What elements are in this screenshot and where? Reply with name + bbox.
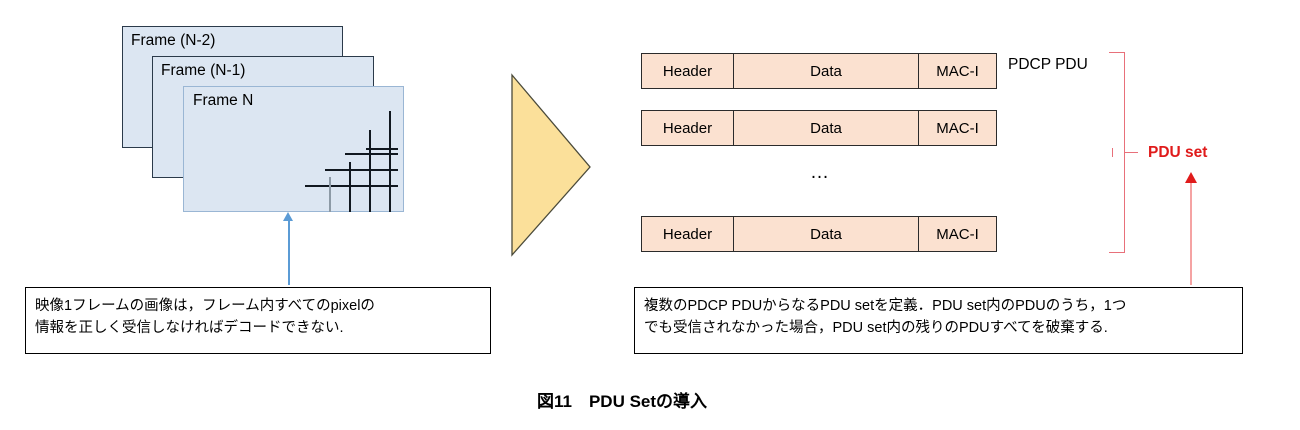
- pdu-set-pointer-arrow-shaft: [1190, 183, 1192, 285]
- note-right-line-2: でも受信されなかった場合，PDU set内の残りのPDUすべてを破棄する.: [644, 320, 1108, 337]
- pdu-cell-maci: MAC-I: [936, 225, 979, 243]
- frame-pointer-arrow-shaft: [288, 221, 290, 285]
- note-left-line-2: 情報を正しく受信しなければデコードできない.: [35, 320, 344, 337]
- pdu-cell-header: Header: [642, 54, 734, 88]
- pdu-cell-maci: MAC-I: [936, 62, 979, 80]
- note-left-line-1: 映像1フレームの画像は，フレーム内すべてのpixelの: [35, 298, 375, 314]
- pdu-cell-header: Header: [642, 217, 734, 251]
- pdu-cell-maci: MAC-I: [936, 119, 979, 137]
- note-box-right: 複数のPDCP PDUからなるPDU setを定義．PDU set内のPDUのう…: [634, 287, 1243, 354]
- frame-pointer-arrow-head: [283, 212, 293, 221]
- frame-label-n-2: Frame (N-2): [131, 32, 216, 49]
- pdu-cell-data: Data: [734, 54, 919, 88]
- pdu-row: Header Data MAC-I: [641, 53, 997, 89]
- pdu-ellipsis: …: [810, 162, 831, 183]
- flow-arrow-icon: [511, 73, 591, 257]
- note-box-left: 映像1フレームの画像は，フレーム内すべてのpixelの 情報を正しく受信しなけれ…: [25, 287, 491, 354]
- pdu-row: Header Data MAC-I: [641, 110, 997, 146]
- frame-label-n: Frame N: [193, 92, 254, 109]
- pdu-set-label: PDU set: [1148, 144, 1208, 161]
- note-right-line-1: 複数のPDCP PDUからなるPDU setを定義．PDU set内のPDUのう…: [644, 298, 1127, 314]
- pdu-row: Header Data MAC-I: [641, 216, 997, 252]
- pdu-cell-data: Data: [734, 111, 919, 145]
- pdu-cell-data: Data: [734, 217, 919, 251]
- frame-label-n-1: Frame (N-1): [161, 62, 246, 79]
- pdu-cell-header: Header: [642, 111, 734, 145]
- pdcp-pdu-label: PDCP PDU: [1008, 56, 1088, 73]
- figure-caption: 図11 PDU Setの導入: [537, 392, 708, 411]
- pdu-set-pointer-arrow-head: [1185, 172, 1197, 183]
